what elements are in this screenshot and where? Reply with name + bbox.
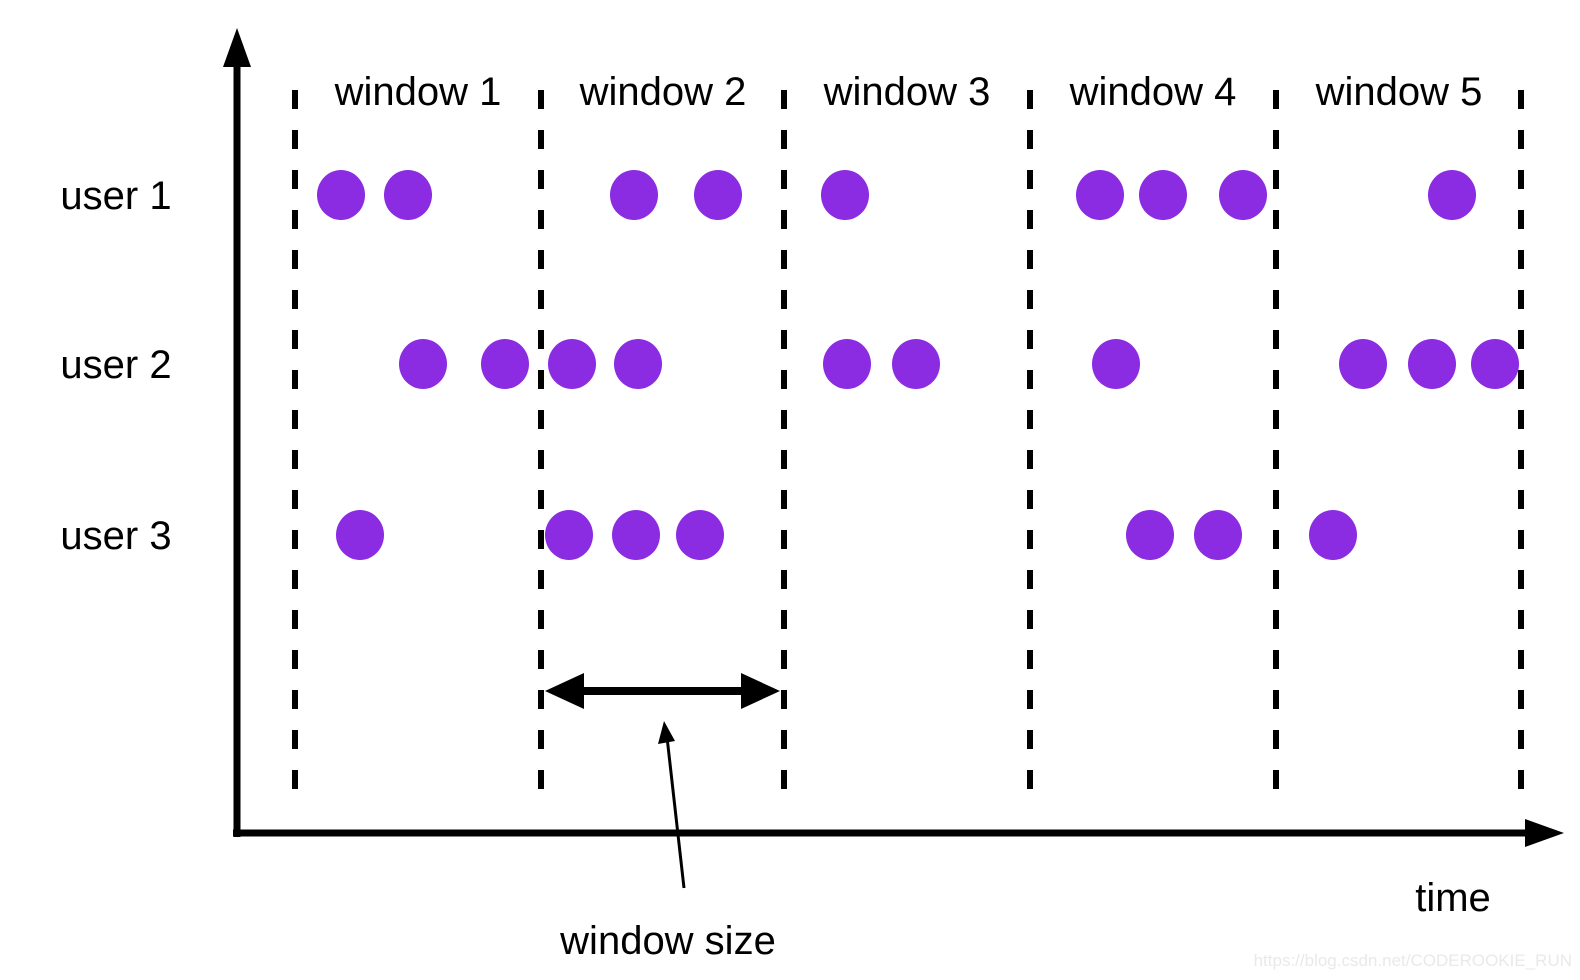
window-size-pointer-head — [658, 721, 675, 744]
y-axis — [223, 28, 251, 837]
event-dot — [317, 170, 365, 220]
window-size-label: window size — [559, 919, 776, 963]
event-dot — [336, 510, 384, 560]
event-dot — [610, 170, 658, 220]
event-dot — [892, 339, 940, 389]
window-size-arrow-right-head — [741, 673, 780, 709]
event-dot — [694, 170, 742, 220]
event-dot — [614, 339, 662, 389]
event-dot — [1194, 510, 1242, 560]
window-3-label: window 3 — [823, 70, 991, 114]
x-axis-arrowhead — [1525, 819, 1564, 847]
x-axis — [233, 819, 1564, 847]
window-size-arrow-left-head — [545, 673, 584, 709]
event-dot — [384, 170, 432, 220]
event-dot — [1139, 170, 1187, 220]
event-dot — [1471, 339, 1519, 389]
event-dot — [1339, 339, 1387, 389]
event-dots — [317, 170, 1519, 560]
event-dot — [676, 510, 724, 560]
window-size-arrow — [545, 673, 780, 709]
window-1-label: window 1 — [334, 70, 502, 114]
event-dot — [481, 339, 529, 389]
event-dot — [821, 170, 869, 220]
event-dot — [1428, 170, 1476, 220]
event-dot — [545, 510, 593, 560]
user-1-label: user 1 — [60, 174, 171, 218]
window-size-pointer-arrow — [658, 721, 686, 889]
event-dot — [1219, 170, 1267, 220]
event-dot — [612, 510, 660, 560]
event-dot — [548, 339, 596, 389]
event-dot — [823, 339, 871, 389]
window-2-label: window 2 — [579, 70, 747, 114]
event-dot — [1309, 510, 1357, 560]
event-dot — [1408, 339, 1456, 389]
y-axis-arrowhead — [223, 28, 251, 67]
window-4-label: window 4 — [1069, 70, 1237, 114]
event-dot — [1076, 170, 1124, 220]
window-size-pointer-shaft — [665, 736, 686, 889]
event-dot — [1092, 339, 1140, 389]
user-3-label: user 3 — [60, 514, 171, 558]
x-axis-label: time — [1415, 876, 1491, 920]
watermark: https://blog.csdn.net/CODEROOKIE_RUN — [1254, 951, 1572, 970]
user-2-label: user 2 — [60, 343, 171, 387]
window-5-label: window 5 — [1315, 70, 1483, 114]
event-dot — [1126, 510, 1174, 560]
window-boundaries — [292, 90, 1524, 795]
event-dot — [399, 339, 447, 389]
